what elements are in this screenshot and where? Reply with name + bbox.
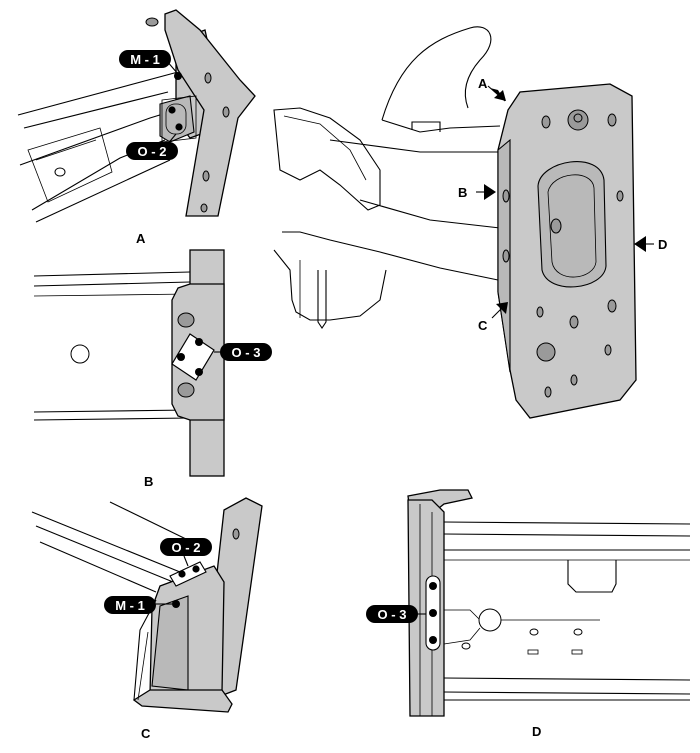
c-o2-label: O - 2 (172, 540, 201, 555)
arrow-a-label: A (478, 76, 488, 91)
main-view: A B C D (273, 26, 667, 419)
view-b-label: B (144, 474, 153, 489)
c-o2-callout (160, 538, 212, 556)
c-m1-label: M - 1 (115, 598, 145, 613)
arrow-d-label: D (658, 237, 667, 252)
a-pillar (164, 9, 256, 217)
b-o3-callout (220, 343, 272, 361)
arrow-b-icon (484, 184, 496, 200)
d-o3-callout (366, 605, 418, 623)
b-o3-label: O - 3 (232, 345, 261, 360)
c-m1-callout (104, 596, 156, 614)
arrow-b-label: B (458, 185, 467, 200)
arrow-a-icon (494, 90, 506, 101)
view-b: O - 3 B (33, 249, 272, 489)
arrow-d-icon (634, 236, 646, 252)
a-o2-callout (126, 142, 178, 160)
view-d: O - 3 D (366, 489, 691, 739)
a-o2-label: O - 2 (138, 144, 167, 159)
arrow-c-icon (496, 302, 508, 314)
arrow-c-label: C (478, 318, 488, 333)
d-o3-label: O - 3 (378, 607, 407, 622)
view-a-label: A (136, 231, 146, 246)
view-c: O - 2 M - 1 C (31, 497, 263, 741)
view-a: M - 1 O - 2 A (17, 9, 256, 246)
a-m1-callout (119, 50, 171, 68)
a-m1-label: M - 1 (130, 52, 160, 67)
view-d-label: D (532, 724, 541, 739)
view-c-label: C (141, 726, 151, 741)
